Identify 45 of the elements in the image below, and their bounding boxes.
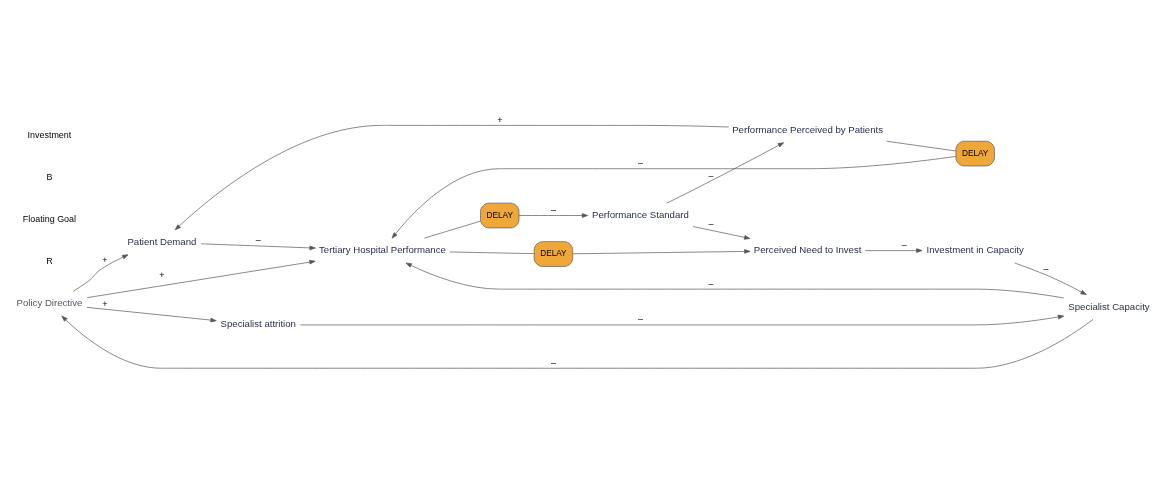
arrow — [692, 226, 751, 240]
arrow — [299, 314, 1065, 326]
label: Investment — [27, 130, 72, 141]
arrow — [518, 213, 589, 218]
edge-label: – — [255, 234, 261, 245]
arrow — [200, 243, 316, 251]
node-text: Patient Demand — [127, 235, 197, 247]
connector — [886, 140, 957, 152]
edge-label: + — [102, 255, 108, 266]
arrow — [174, 125, 730, 231]
label: R — [46, 255, 53, 266]
edge-label: – — [708, 278, 714, 289]
label: Floating Goal — [22, 213, 77, 224]
edge-label: – — [708, 219, 714, 230]
node-text: Policy Directive — [16, 297, 83, 309]
node-text: Performance Perceived by Patients — [732, 123, 884, 135]
edge-label: + — [159, 269, 165, 280]
arrow — [666, 142, 785, 204]
connector — [424, 220, 481, 239]
arrow — [391, 156, 957, 239]
edge-label: + — [102, 298, 108, 309]
edge-label: – — [1043, 264, 1049, 275]
arrow — [864, 248, 923, 253]
node-text: Specialist attrition — [220, 318, 296, 330]
edge-label: – — [901, 240, 907, 251]
edge-label: – — [550, 357, 556, 368]
arrow — [73, 254, 129, 292]
edge-label: – — [550, 205, 556, 216]
label: B — [46, 172, 53, 183]
arrow — [86, 259, 316, 298]
arrow — [86, 307, 217, 323]
node-text: Performance Standard — [592, 209, 689, 221]
arrow — [405, 262, 1065, 299]
edge-label: – — [708, 170, 714, 181]
connector — [449, 251, 535, 254]
edge-label: – — [637, 158, 643, 169]
node-text: Perceived Need to Invest — [753, 244, 862, 256]
arrow — [1014, 262, 1087, 295]
edge-label: – — [637, 314, 643, 325]
arrow — [61, 315, 1094, 369]
node-text: Investment in Capacity — [926, 244, 1024, 256]
arrow — [572, 249, 751, 255]
node-text: Specialist Capacity — [1068, 300, 1150, 312]
edge-label: + — [497, 114, 503, 125]
node-text: Tertiary Hospital Performance — [319, 244, 446, 256]
